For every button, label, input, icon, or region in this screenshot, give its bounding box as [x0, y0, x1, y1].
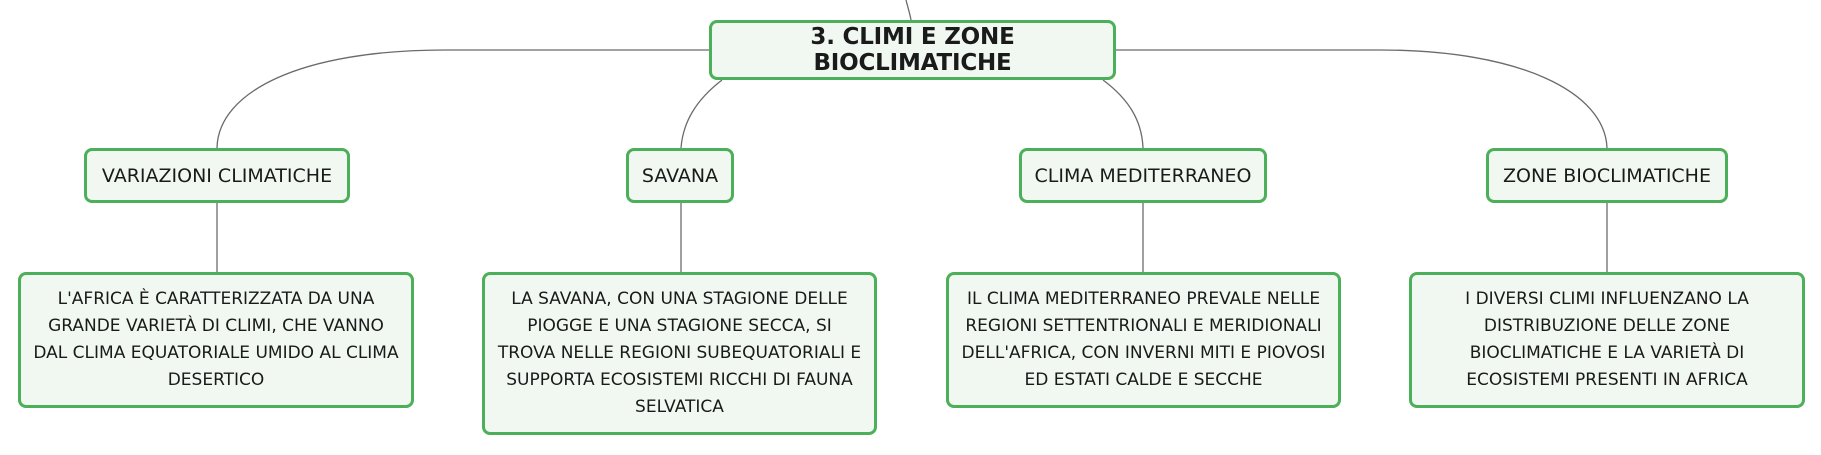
topic-label: CLIMA MEDITERRANEO	[1034, 164, 1252, 187]
detail-text: LA SAVANA, CON UNA STAGIONE DELLE PIOGGE…	[497, 289, 862, 417]
connector-root-to-zone	[1116, 49, 1608, 149]
detail-text: L'AFRICA È CARATTERIZZATA DA UNA GRANDE …	[33, 289, 399, 390]
topic-variazioni-climatiche[interactable]: VARIAZIONI CLIMATICHE	[84, 148, 350, 203]
connector-root-to-mediterraneo	[1102, 79, 1144, 149]
detail-savana[interactable]: LA SAVANA, CON UNA STAGIONE DELLE PIOGGE…	[482, 272, 877, 435]
connector-root-to-variazioni	[216, 49, 709, 149]
detail-zone-bioclimatiche[interactable]: I DIVERSI CLIMI INFLUENZANO LA DISTRIBUZ…	[1409, 272, 1805, 408]
root-topic-title: 3. CLIMI E ZONE BIOCLIMATICHE	[810, 24, 1015, 76]
topic-label: VARIAZIONI CLIMATICHE	[101, 164, 333, 187]
connector-parent-stub	[905, 0, 912, 21]
topic-label: ZONE BIOCLIMATICHE	[1503, 164, 1711, 187]
detail-clima-mediterraneo[interactable]: IL CLIMA MEDITERRANEO PREVALE NELLE REGI…	[946, 272, 1341, 408]
root-topic-node[interactable]: 3. CLIMI E ZONE BIOCLIMATICHE	[709, 20, 1116, 80]
topic-label: SAVANA	[641, 164, 719, 187]
topic-savana[interactable]: SAVANA	[626, 148, 734, 203]
detail-text: I DIVERSI CLIMI INFLUENZANO LA DISTRIBUZ…	[1465, 289, 1749, 390]
connector-root-to-savana	[680, 79, 723, 149]
detail-variazioni-climatiche[interactable]: L'AFRICA È CARATTERIZZATA DA UNA GRANDE …	[18, 272, 414, 408]
topic-zone-bioclimatiche[interactable]: ZONE BIOCLIMATICHE	[1486, 148, 1728, 203]
detail-text: IL CLIMA MEDITERRANEO PREVALE NELLE REGI…	[961, 289, 1326, 390]
topic-clima-mediterraneo[interactable]: CLIMA MEDITERRANEO	[1019, 148, 1267, 203]
